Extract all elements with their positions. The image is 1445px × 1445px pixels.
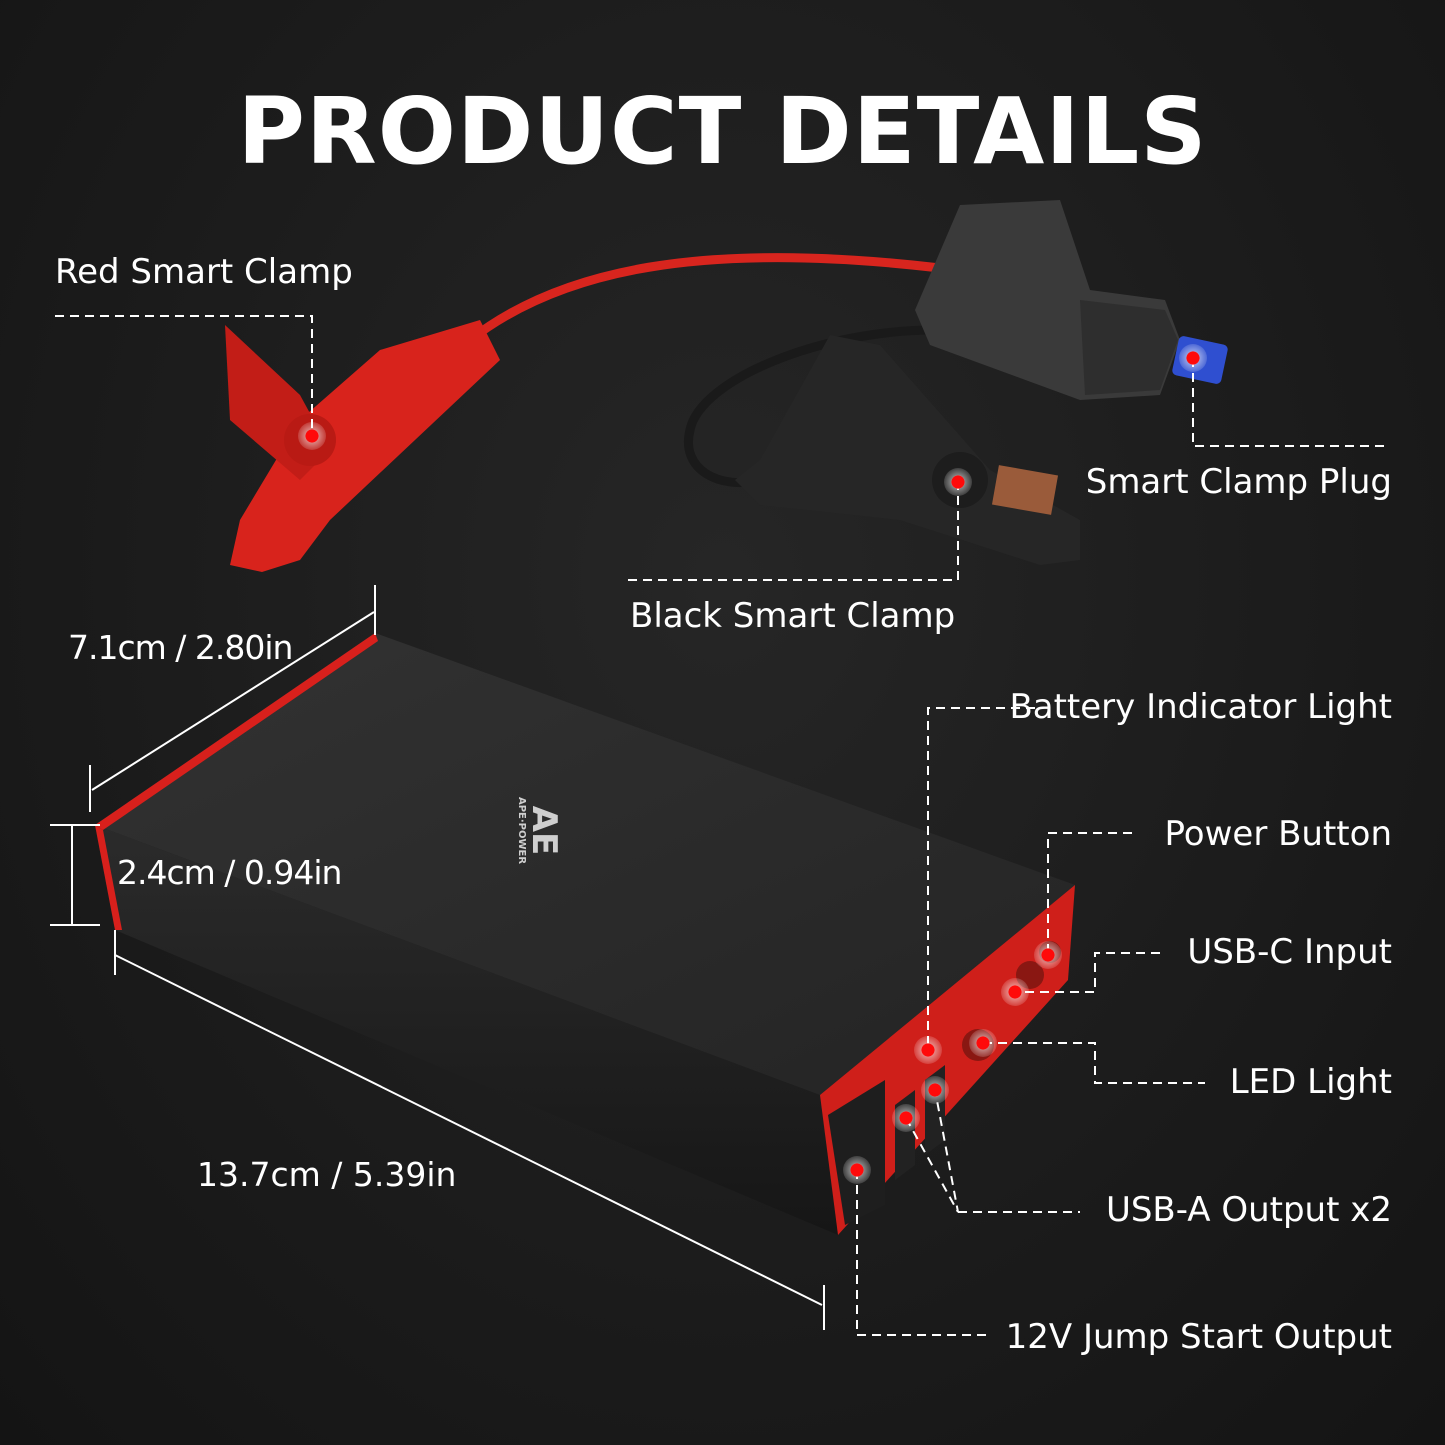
callout-markers xyxy=(298,344,1207,1184)
leader-lines xyxy=(55,315,1390,1336)
label-smart-clamp-plug: Smart Clamp Plug xyxy=(1085,462,1392,502)
marker-red-clamp xyxy=(298,422,326,450)
marker-led xyxy=(969,1029,997,1057)
label-black-smart-clamp: Black Smart Clamp xyxy=(630,596,956,636)
marker-power-button xyxy=(1034,941,1062,969)
marker-clamp-plug xyxy=(1179,344,1207,372)
power-bank-icon xyxy=(95,633,1075,1235)
marker-usb-a-2 xyxy=(921,1076,949,1104)
dimension-width: 7.1cm / 2.80in xyxy=(68,628,293,667)
label-usb-a-output: USB-A Output x2 xyxy=(1105,1190,1392,1230)
label-jump-start-output: 12V Jump Start Output xyxy=(1005,1317,1392,1357)
marker-usb-a-1 xyxy=(892,1104,920,1132)
marker-battery-indicator xyxy=(914,1036,942,1064)
marker-jump-start xyxy=(843,1156,871,1184)
dimension-length: 13.7cm / 5.39in xyxy=(197,1155,457,1194)
page-title: PRODUCT DETAILS xyxy=(237,78,1208,185)
red-clamp-icon xyxy=(225,320,500,572)
dimension-lines xyxy=(50,585,825,1330)
brand-name: APE·POWER xyxy=(516,796,528,865)
brand-logo-mark: AE xyxy=(524,805,565,856)
dimension-height: 2.4cm / 0.94in xyxy=(117,853,342,892)
label-led-light: LED Light xyxy=(1229,1062,1392,1102)
marker-black-clamp xyxy=(944,468,972,496)
smart-clamp-module-icon xyxy=(915,200,1228,400)
label-usb-c-input: USB-C Input xyxy=(1187,932,1392,972)
brand-logo: AE APE·POWER xyxy=(516,796,565,865)
label-battery-indicator-light: Battery Indicator Light xyxy=(1009,687,1392,727)
marker-usb-c xyxy=(1001,978,1029,1006)
red-cable xyxy=(467,253,941,344)
label-power-button: Power Button xyxy=(1164,814,1393,854)
label-red-smart-clamp: Red Smart Clamp xyxy=(55,252,353,292)
